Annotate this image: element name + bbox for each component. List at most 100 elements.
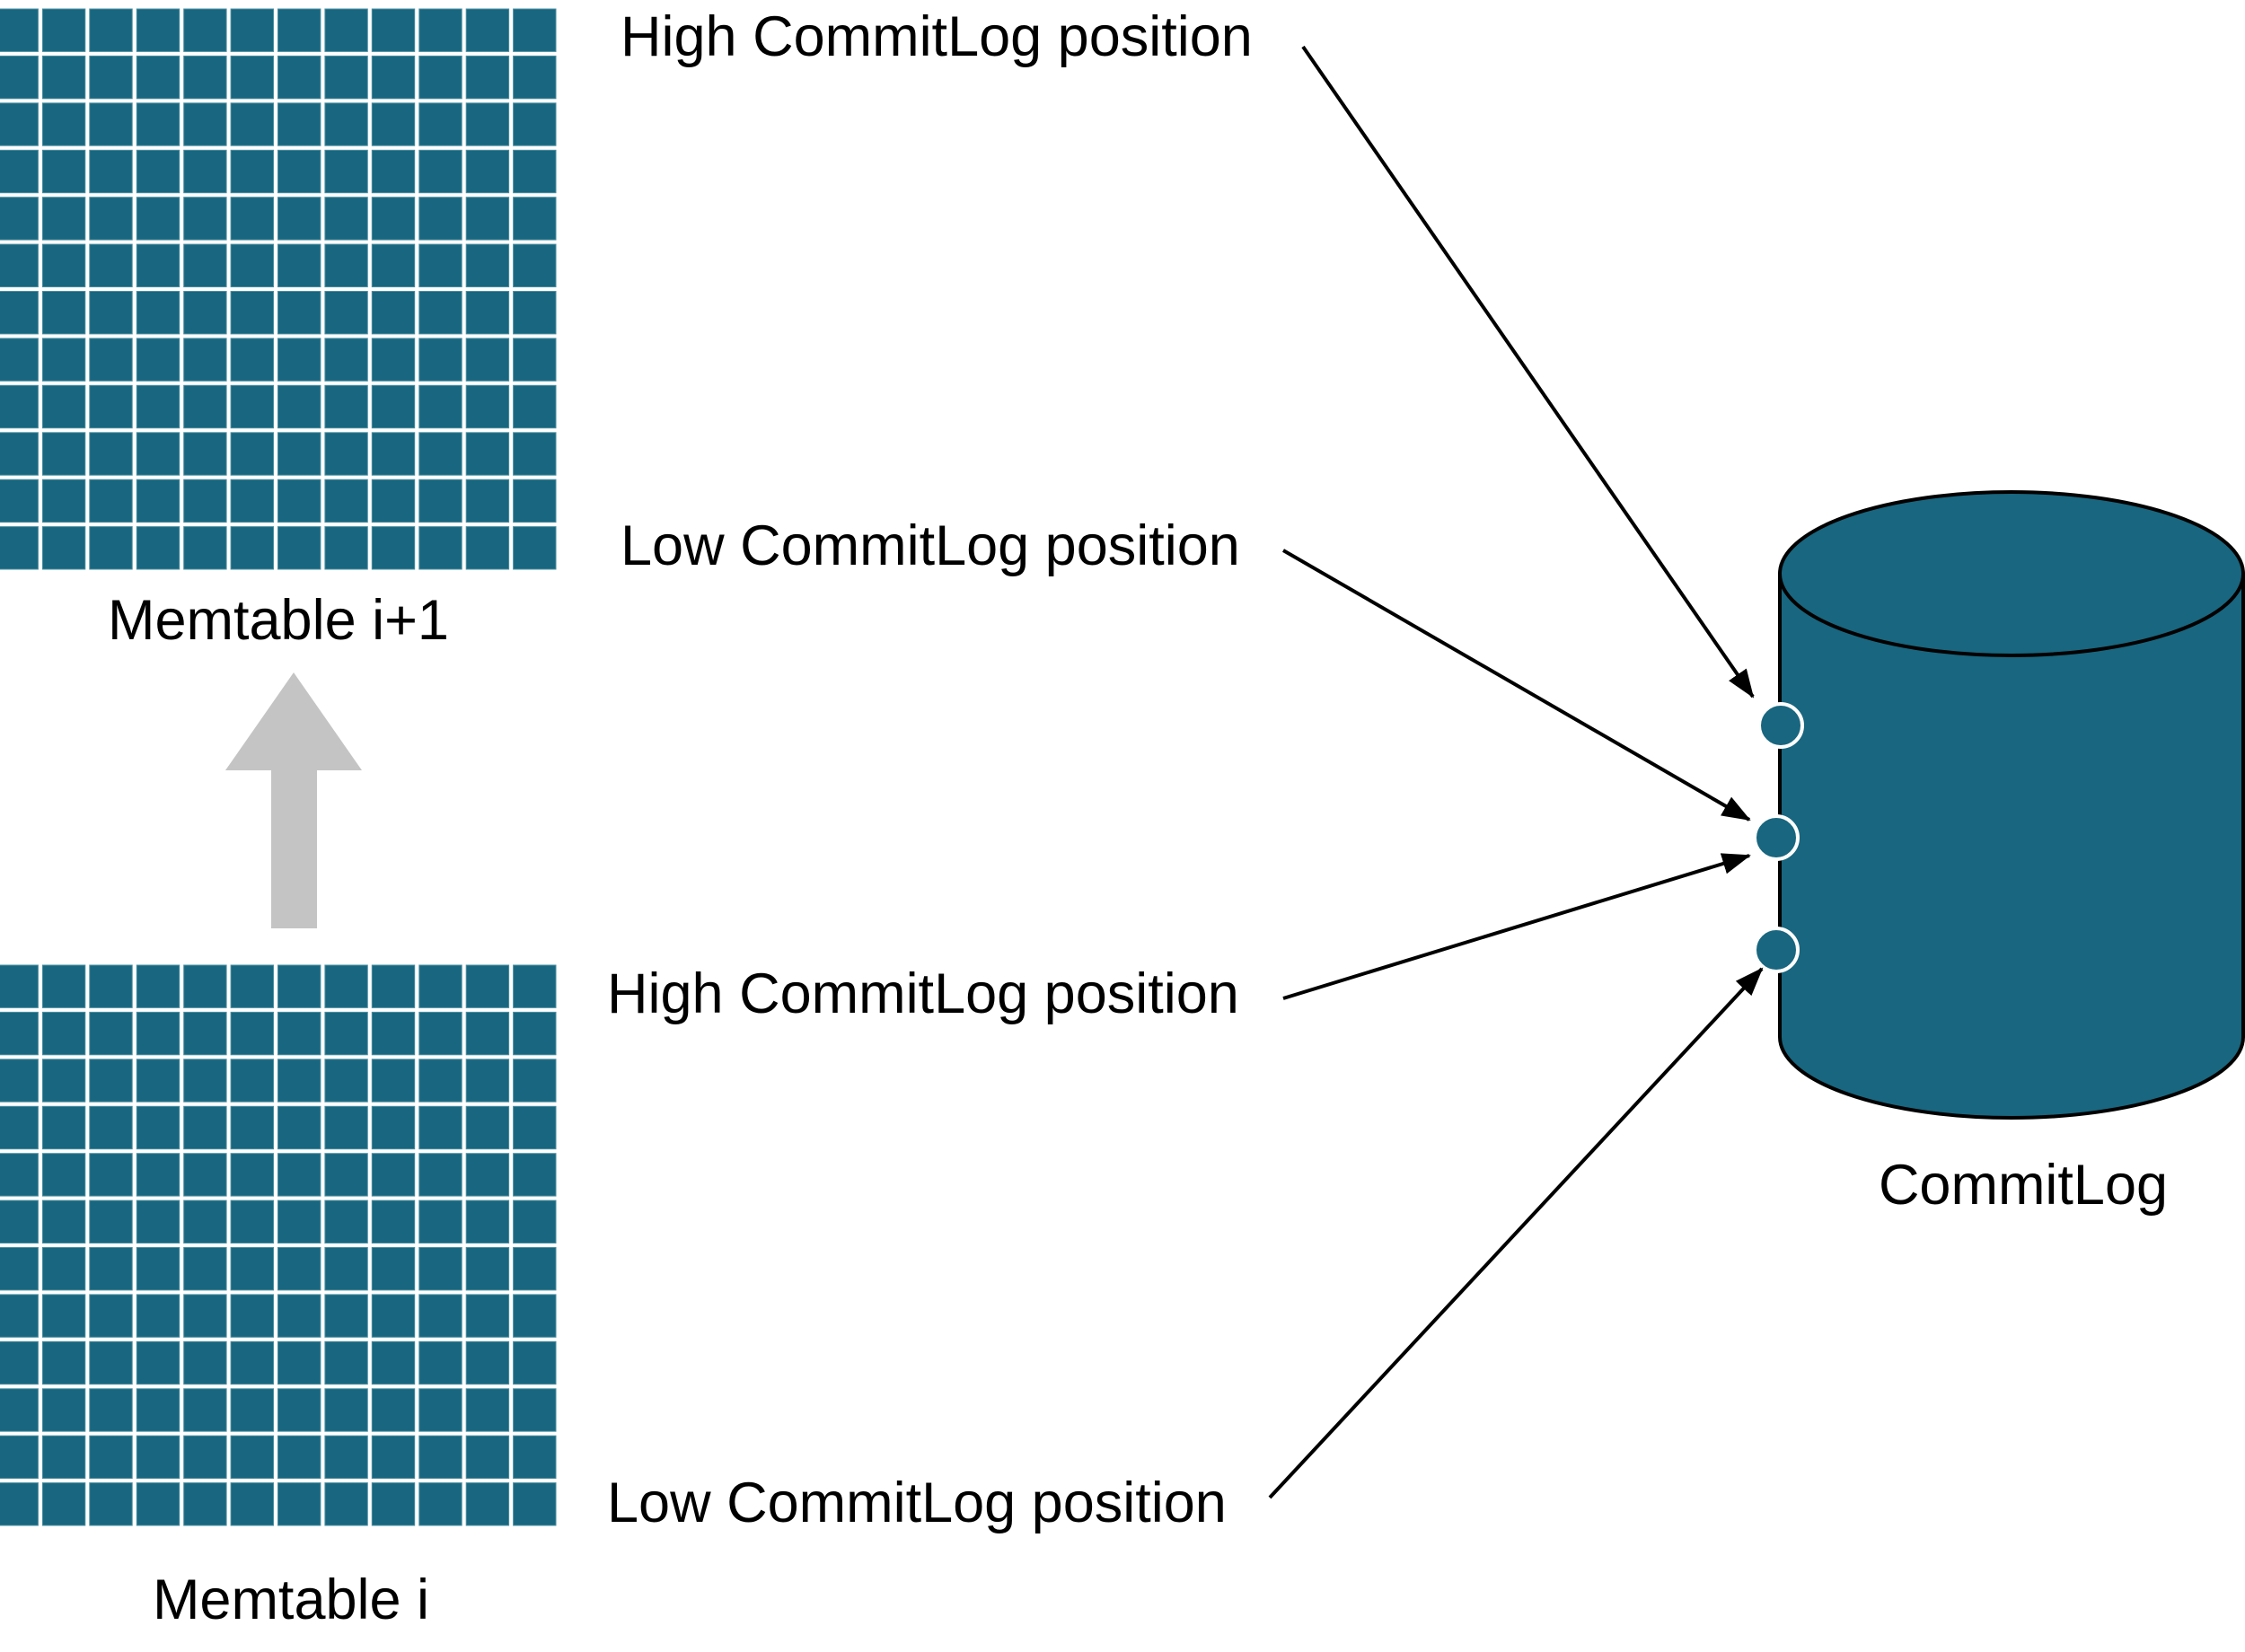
memtable-cell (277, 102, 321, 146)
memtable-cell (418, 1011, 462, 1056)
memtable-cell (465, 964, 510, 1008)
memtable-cell (0, 1105, 39, 1150)
memtable-cell (371, 102, 416, 146)
memtable-cell (418, 1153, 462, 1197)
memtable-cell (277, 1294, 321, 1338)
memtable-cell (0, 1011, 39, 1056)
memtable-cell (89, 1105, 133, 1150)
memtable-cell (277, 8, 321, 52)
memtable-cell (0, 1482, 39, 1526)
memtable-cell (465, 197, 510, 241)
memtable-cell (89, 102, 133, 146)
memtable-cell (136, 102, 180, 146)
memtable-next-grid (0, 8, 557, 570)
position-label-low-next: Low CommitLog position (621, 514, 1240, 577)
memtable-cell (465, 479, 510, 523)
memtable-cell (136, 479, 180, 523)
memtable-cell (513, 8, 557, 52)
memtable-cell (136, 1011, 180, 1056)
memtable-cell (230, 1388, 275, 1432)
memtable-cell (277, 1388, 321, 1432)
up-arrow-icon (225, 672, 362, 928)
memtable-cell (371, 432, 416, 476)
memtable-cell (136, 1340, 180, 1385)
memtable-cell (418, 526, 462, 570)
memtable-cell (324, 1105, 368, 1150)
memtable-cell (0, 197, 39, 241)
memtable-cell (465, 102, 510, 146)
memtable-cell (0, 1294, 39, 1338)
memtable-cell (465, 1340, 510, 1385)
memtable-cell (89, 1199, 133, 1243)
memtable-cell (41, 1388, 86, 1432)
memtable-cell (89, 338, 133, 382)
memtable-cell (513, 197, 557, 241)
memtable-cell (513, 384, 557, 429)
commitlog-position-marker (1757, 702, 1804, 749)
memtable-cell (230, 479, 275, 523)
memtable-cell (89, 1435, 133, 1480)
memtable-cell (465, 384, 510, 429)
memtable-cell (136, 291, 180, 335)
memtable-cell (324, 1011, 368, 1056)
memtable-cell (418, 1294, 462, 1338)
position-label-low-current: Low CommitLog position (607, 1472, 1227, 1534)
memtable-cell (513, 1388, 557, 1432)
memtable-cell (418, 1340, 462, 1385)
memtable-cell (230, 102, 275, 146)
memtable-cell (89, 1294, 133, 1338)
memtable-cell (465, 338, 510, 382)
memtable-cell (371, 55, 416, 100)
memtable-cell (465, 1435, 510, 1480)
memtable-cell (136, 1199, 180, 1243)
memtable-cell (513, 243, 557, 288)
memtable-cell (183, 1059, 227, 1103)
memtable-cell (324, 526, 368, 570)
memtable-cell (136, 384, 180, 429)
memtable-cell (0, 1199, 39, 1243)
memtable-cell (89, 1247, 133, 1291)
memtable-cell (230, 1153, 275, 1197)
memtable-current-label: Memtable i (153, 1569, 429, 1631)
memtable-cell (41, 1105, 86, 1150)
memtable-cell (277, 384, 321, 429)
memtable-cell (183, 1294, 227, 1338)
memtable-cell (136, 1482, 180, 1526)
memtable-cell (465, 149, 510, 194)
memtable-cell (513, 149, 557, 194)
memtable-cell (371, 8, 416, 52)
memtable-cell (371, 1435, 416, 1480)
memtable-cell (277, 1435, 321, 1480)
memtable-cell (371, 526, 416, 570)
memtable-cell (41, 526, 86, 570)
memtable-cell (89, 55, 133, 100)
memtable-cell (230, 1011, 275, 1056)
memtable-cell (371, 1199, 416, 1243)
arrow-high-current (1282, 853, 1751, 1000)
memtable-cell (41, 291, 86, 335)
memtable-cell (183, 384, 227, 429)
memtable-cell (136, 1435, 180, 1480)
memtable-cell (0, 1435, 39, 1480)
memtable-cell (0, 1340, 39, 1385)
memtable-cell (324, 479, 368, 523)
memtable-cell (324, 1435, 368, 1480)
memtable-cell (324, 384, 368, 429)
memtable-cell (41, 1340, 86, 1385)
memtable-cell (465, 432, 510, 476)
memtable-cell (183, 1247, 227, 1291)
memtable-cell (230, 432, 275, 476)
memtable-cell (230, 526, 275, 570)
memtable-cell (371, 197, 416, 241)
memtable-cell (89, 291, 133, 335)
memtable-cell (0, 8, 39, 52)
memtable-cell (41, 479, 86, 523)
memtable-cell (41, 432, 86, 476)
memtable-cell (465, 243, 510, 288)
memtable-cell (513, 1435, 557, 1480)
arrow-low-next (1281, 549, 1751, 822)
memtable-cell (324, 432, 368, 476)
memtable-cell (324, 338, 368, 382)
memtable-cell (371, 1294, 416, 1338)
